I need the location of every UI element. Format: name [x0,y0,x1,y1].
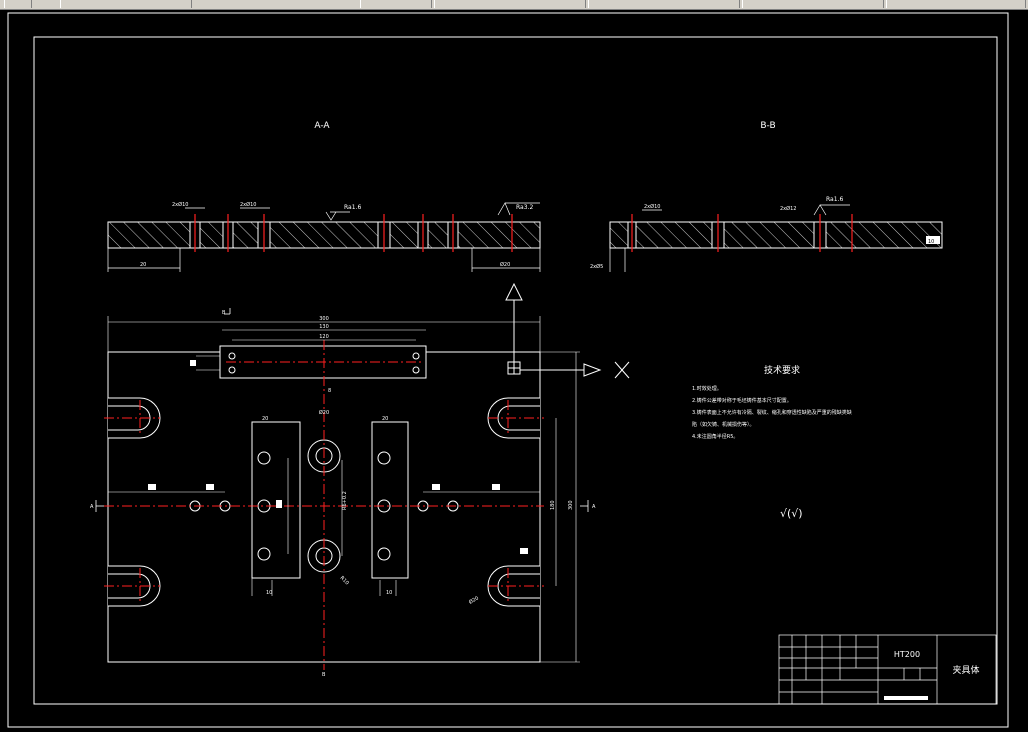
section-bb-dim: 2xØ12 [780,205,796,212]
toolbar-button[interactable] [4,0,32,8]
section-aa: A-A Ra1.6 Ra3.2 2xØ10 2xØ10 20 Ø20 [107,121,541,272]
drawing-frame [33,36,998,705]
tech-line: 陷（如欠铸、机械损伤等）。 [692,421,755,428]
dim-slot-1: 130 [319,324,329,330]
tech-line: 1.时效处理。 [692,385,722,392]
dim-slot-2: 120 [319,334,329,340]
dim-arc: Ø20 [468,595,480,606]
lineweight-dropdown[interactable] [742,0,884,8]
section-bb-dim: 2xØ10 [644,203,660,210]
part-name-label: 夹具体 [952,664,979,676]
section-bb: B-B Ra1.6 2xØ10 2xØ12 2xØ5 10 [590,121,943,272]
dim-side: 10 [386,590,392,596]
dim-arc: R10 [339,575,350,586]
dim-side: 10 [266,590,272,596]
dim-overall-width: 300 [319,316,329,322]
toolbar-button-group[interactable] [360,0,432,8]
section-aa-dim: 2xØ10 [240,201,256,208]
tech-line: 3.铸件表面上不允许有冷隔、裂纹、缩孔和穿透性缺陷及严重的残缺类缺 [692,409,852,416]
tech-line: 2.铸件公差带对称于毛坯铸件基本尺寸配置。 [692,397,792,404]
tech-requirements: 技术要求 1.时效处理。 2.铸件公差带对称于毛坯铸件基本尺寸配置。 3.铸件表… [692,364,852,520]
dim-height: 300 [568,500,574,510]
tech-title: 技术要求 [764,364,800,376]
linetype-dropdown[interactable] [588,0,740,8]
tech-line: 4.未注圆角半径R5。 [692,433,738,440]
section-mark-a: A [592,504,596,510]
section-aa-dim: Ø20 [500,261,510,268]
title-block [778,634,997,705]
section-bb-tag [926,236,940,244]
plan-view: B B A A 300 130 120 Ø20 8 R6+0.2 R10 Ø20… [90,308,596,678]
cad-toolbar [0,0,1028,10]
dim-inner-height: 180 [550,500,556,510]
section-bb-dim: 10 [928,239,934,245]
dim-depth: 8 [328,388,331,394]
view-direction [505,282,630,379]
section-aa-dim: 20 [140,262,146,268]
title-block-bar [884,696,928,700]
section-aa-body [107,221,541,249]
dim-side: 20 [262,416,268,422]
section-bb-body [609,221,943,249]
layer-dropdown[interactable] [434,0,586,8]
roughness-symbol: √(√) [780,507,803,520]
dim-hole: Ø20 [319,409,329,416]
sheet-border [7,12,1009,728]
section-mark-b: B [322,672,326,678]
section-bb-title: B-B [760,121,775,131]
section-aa-title: A-A [314,121,330,131]
section-mark-a: A [90,504,94,510]
section-bb-roughness: Ra1.6 [826,196,843,203]
dim-bolt: R6+0.2 [342,491,348,510]
section-bb-dim: 2xØ5 [590,263,603,270]
section-aa-roughness2: Ra3.2 [516,204,533,211]
section-aa-dim: 2xØ10 [172,201,188,208]
plotstyle-dropdown[interactable] [886,0,1026,8]
right-block [371,421,409,579]
toolbar-button-group[interactable] [60,0,192,8]
material-label: HT200 [894,650,920,659]
section-mark-b: B [222,310,226,316]
dim-side: 20 [382,416,388,422]
section-aa-roughness: Ra1.6 [344,204,361,211]
